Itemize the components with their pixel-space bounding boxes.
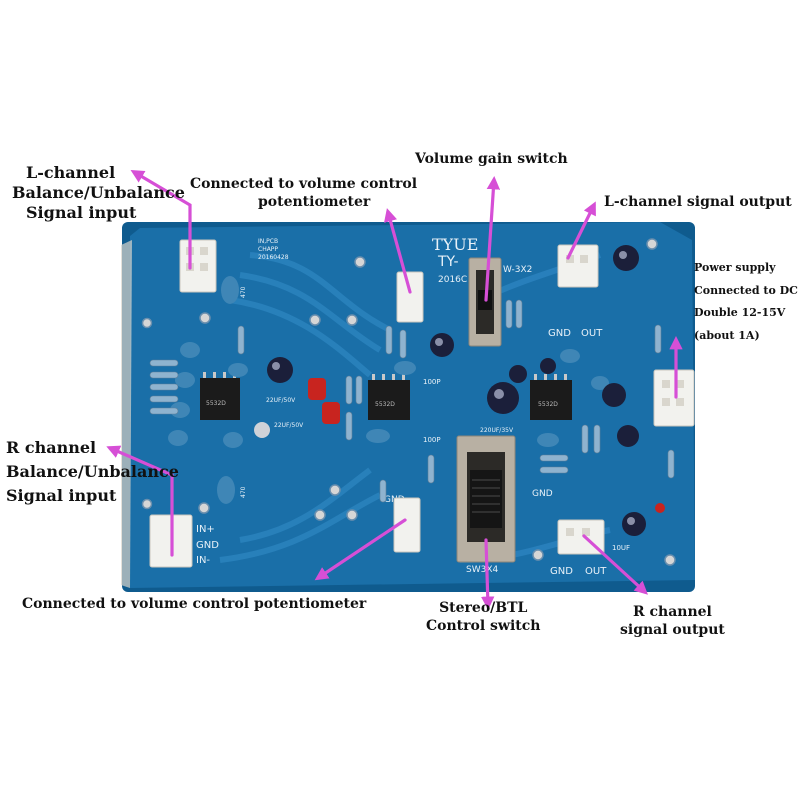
connectors <box>149 239 695 568</box>
arrow-vol-pot-top <box>384 208 412 294</box>
board-note-3: 20160428 <box>258 254 289 261</box>
label-l-channel-input: L-channel Balance/Unbalance Signal input <box>12 163 185 222</box>
in-plus-label: IN+ <box>196 524 215 535</box>
gain-switch <box>468 257 502 347</box>
gnd-label-in: GND <box>196 540 219 551</box>
in-minus-label: IN- <box>196 555 210 566</box>
stereo-btl-switch <box>456 435 516 563</box>
board-note-1: IN,PCB <box>258 238 278 245</box>
vol-pot-connector-bottom <box>393 497 421 553</box>
gnd-label-bottom: GND <box>550 566 573 577</box>
arrow-vol-pot-bottom <box>314 518 407 581</box>
label-power-supply: Power supply Connected to DC Double 12-1… <box>694 261 798 342</box>
arrow-stereo-btl <box>480 538 495 611</box>
resistors <box>149 299 675 503</box>
arrow-l-input <box>130 169 192 270</box>
cap-22uf-1: 22UF/50V <box>266 397 296 404</box>
label-volume-pot-bottom: Connected to volume control potentiomete… <box>22 596 367 612</box>
arrow-gain-switch <box>484 175 501 302</box>
label-r-channel-output: R channel signal output <box>620 604 725 638</box>
label-volume-gain-switch: Volume gain switch <box>415 151 568 167</box>
out-label-bottom: OUT <box>585 566 607 577</box>
arrow-r-input <box>106 445 174 557</box>
date-code-text: 2016C <box>438 275 467 285</box>
brand-text: TYUE <box>432 235 478 254</box>
chip-label-2: 5532D <box>375 401 395 408</box>
gain-switch-code: W-3X2 <box>503 265 532 275</box>
l-output-connector <box>557 244 599 288</box>
model-text: TY- <box>437 254 459 270</box>
cap-100p-2: 100P <box>423 436 441 444</box>
label-l-channel-output: L-channel signal output <box>604 194 792 210</box>
label-r-channel-input: R channel Balance/Unbalance Signal input <box>6 438 179 505</box>
cap-470-2: 470 <box>240 486 247 498</box>
label-stereo-btl-switch: Stereo/BTL Control switch <box>426 600 541 634</box>
cap-470-1: 470 <box>240 286 247 298</box>
annotation-arrows <box>106 169 683 611</box>
mounting-holes <box>141 238 676 566</box>
out-label-top: OUT <box>581 328 603 339</box>
cap-22uf-2: 22UF/50V <box>274 422 304 429</box>
op-amp-chips: 5532D 5532D 5532D <box>200 372 572 420</box>
cap-10uf: 10UF <box>612 544 630 552</box>
gnd-label-mid: GND <box>532 489 553 499</box>
arrow-l-output <box>566 201 596 260</box>
power-connector <box>653 369 695 427</box>
cap-220uf: 220UF/35V <box>480 427 514 434</box>
cap-100p-1: 100P <box>423 378 441 386</box>
chip-label-3: 5532D <box>538 401 558 408</box>
arrow-r-output <box>582 534 648 595</box>
l-input-connector <box>179 239 217 293</box>
gnd-label-top: GND <box>548 328 571 339</box>
red-capacitors <box>308 378 665 513</box>
silkscreen: TYUE TY- 2016C W-3X2 IN,PCB CHAPP 201604… <box>196 235 630 577</box>
label-volume-pot-top: Connected to volume control potentiomete… <box>190 176 418 210</box>
btl-switch-code: SW3X4 <box>466 565 499 575</box>
ceramic-capacitors <box>168 276 609 504</box>
electrolytic-capacitors <box>254 245 646 536</box>
vol-pot-connector-top <box>396 271 424 323</box>
board-note-2: CHAPP <box>258 246 278 253</box>
chip-label-1: 5532D <box>206 400 226 407</box>
